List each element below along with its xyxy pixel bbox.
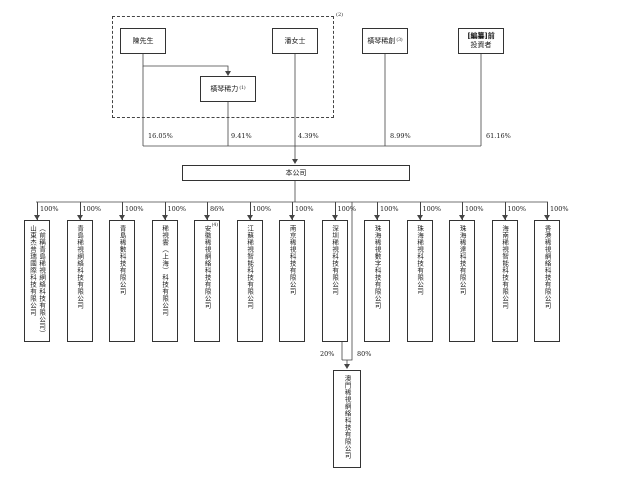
share-pan: 4.39% — [298, 132, 319, 140]
subsidiary-pct: 100% — [252, 205, 272, 213]
shareholder-hengqin: 橫琴稀創(3) — [362, 28, 408, 54]
subsidiary-name: 安徽稀視網絡科技有限公司 — [203, 225, 212, 309]
shareholder-chen: 陳先生 — [120, 28, 166, 54]
subsidiary-arrow — [416, 215, 423, 220]
subsidiary-name: 珠海稀達科技有限公司 — [458, 225, 467, 295]
subsidiary-box: 江蘇稀視智能科技有限公司 — [236, 220, 263, 342]
company-box: 本公司 — [182, 165, 410, 181]
subsidiary-drop-line — [504, 202, 506, 220]
subsidiary-pct: 100% — [507, 205, 527, 213]
subsidiary-drop-line — [419, 202, 421, 220]
subsidiary-name: 青島稀數科技有限公司 — [118, 225, 127, 295]
subsidiary-name: 山東杰普瑞國際科技有限公司 — [28, 225, 37, 316]
subsidiary-pct: 100% — [40, 205, 59, 213]
concert-party-boundary — [112, 16, 334, 118]
subsidiary-arrow — [246, 215, 253, 220]
subsidiary-drop-line — [334, 202, 336, 220]
macau-left-pct: 20% — [320, 350, 335, 358]
subsidiary-box: 山東杰普瑞國際科技有限公司（前稱青島稀視網絡科技有限公司） — [24, 220, 50, 342]
subsidiary-box: 海南稀視智能科技有限公司 — [491, 220, 518, 342]
macau-right-pct: 80% — [357, 350, 372, 358]
subsidiary-drop-line — [79, 202, 81, 220]
share-chen: 16.05% — [148, 132, 173, 140]
subsidiary-box: 深圳稀視科技有限公司 — [321, 220, 348, 342]
subsidiary-box: 青島稀視網絡科技有限公司 — [66, 220, 93, 342]
subsidiary-box: 青島稀數科技有限公司 — [109, 220, 135, 342]
subsidiary-arrow — [204, 215, 211, 220]
subsidiary-name: 香港稀視網絡科技有限公司 — [543, 225, 552, 309]
subsidiary-name: 珠海稀視數字科技有限公司 — [373, 225, 382, 309]
subsidiary-arrow — [374, 215, 381, 220]
subsidiary-pct: 100% — [125, 205, 144, 213]
subsidiary-pct: 100% — [167, 205, 187, 213]
subsidiary-name: 稀視雲（上海）科技有限公司 — [160, 225, 169, 316]
subsidiary-arrow — [501, 215, 508, 220]
share-hengdeng: 9.41% — [231, 132, 252, 140]
subsidiary-name: 海南稀視智能科技有限公司 — [500, 225, 509, 309]
concert-party-note: (2) — [336, 12, 344, 18]
subsidiary-pct: 100% — [422, 205, 442, 213]
subsidiary-note: (4) — [211, 223, 218, 228]
subsidiary-box: 安徽稀視網絡科技有限公司(4) — [194, 220, 220, 342]
subsidiary-arrow — [289, 215, 296, 220]
subsidiary-former-name: （前稱青島稀視網絡科技有限公司） — [37, 225, 46, 337]
subsidiary-pct: 100% — [465, 205, 484, 213]
shareholder-hengdeng: 橫琴稀力(1) — [200, 76, 256, 102]
subsidiary-macau: 澳門稀視網絡科技有限公司 — [333, 370, 361, 468]
subsidiary-pct: 100% — [337, 205, 357, 213]
subsidiary-name: 南京稀視科技有限公司 — [288, 225, 297, 295]
subsidiary-drop-line — [292, 202, 293, 220]
shareholder-pan: 潘女士 — [272, 28, 318, 54]
subsidiary-box: 南京稀視科技有限公司 — [279, 220, 305, 342]
subsidiary-drop-line — [547, 202, 548, 220]
subsidiary-box: 珠海稀視科技有限公司 — [406, 220, 433, 342]
subsidiary-arrow — [76, 215, 83, 220]
subsidiary-drop-line — [377, 202, 378, 220]
subsidiary-drop-line — [164, 202, 166, 220]
subsidiary-pct: 100% — [82, 205, 102, 213]
subsidiary-pct: 100% — [550, 205, 569, 213]
subsidiary-pct: 100% — [295, 205, 314, 213]
subsidiary-arrow — [459, 215, 466, 220]
subsidiary-drop-line — [249, 202, 251, 220]
subsidiary-arrow — [119, 215, 126, 220]
subsidiary-arrow — [544, 215, 551, 220]
subsidiary-box: 珠海稀視數字科技有限公司 — [364, 220, 390, 342]
subsidiary-name: 江蘇稀視智能科技有限公司 — [245, 225, 254, 309]
subsidiary-drop-line — [207, 202, 208, 220]
subsidiary-box: 香港稀視網絡科技有限公司 — [534, 220, 560, 342]
subsidiary-arrow — [161, 215, 168, 220]
subsidiary-pct: 86% — [210, 205, 225, 213]
subsidiary-arrow — [331, 215, 338, 220]
subsidiary-arrow — [34, 215, 41, 220]
subsidiary-name: 深圳稀視科技有限公司 — [330, 225, 339, 295]
subsidiary-box: 珠海稀達科技有限公司 — [449, 220, 475, 342]
subsidiary-name: 珠海稀視科技有限公司 — [415, 225, 424, 295]
shareholder-pre-ipo-investors: [編纂]前 投資者 — [458, 28, 504, 54]
share-pre-ipo: 61.16% — [486, 132, 511, 140]
subsidiary-drop-line — [37, 202, 38, 220]
subsidiary-box: 稀視雲（上海）科技有限公司 — [151, 220, 178, 342]
subsidiary-pct: 100% — [380, 205, 399, 213]
subsidiary-drop-line — [122, 202, 123, 220]
subsidiary-drop-line — [462, 202, 463, 220]
subsidiary-name: 青島稀視網絡科技有限公司 — [75, 225, 84, 309]
share-hengqin: 8.99% — [390, 132, 411, 140]
